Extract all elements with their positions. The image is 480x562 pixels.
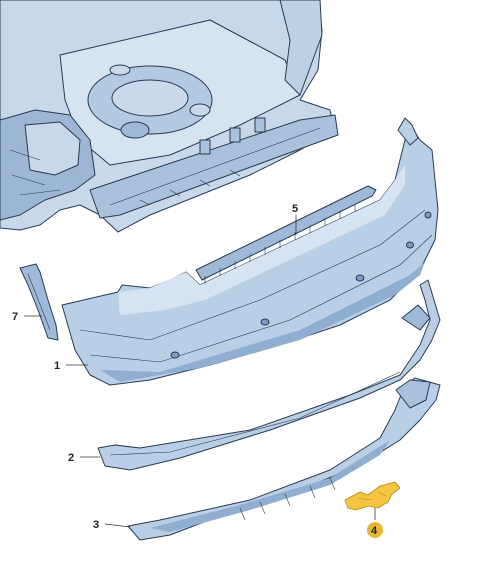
callout-badge-4 — [367, 522, 383, 538]
callout-label-1: 1 — [54, 360, 60, 372]
callout-label-5: 5 — [292, 203, 298, 215]
callout-label-7: 7 — [12, 311, 18, 323]
callout-1: 1 — [54, 360, 88, 372]
callout-7: 7 — [12, 311, 42, 323]
callout-label-3: 3 — [93, 519, 99, 531]
part-bumper-guide-strip[interactable] — [195, 185, 377, 284]
part-bumper-cover[interactable] — [61, 117, 439, 386]
callout-5: 5 — [292, 203, 298, 235]
callout-label-2: 2 — [68, 452, 74, 464]
part-mounting-bracket[interactable] — [344, 481, 401, 511]
part-diffuser-insert[interactable] — [127, 377, 441, 541]
callout-4: 4 — [367, 508, 383, 538]
callout-2: 2 — [68, 452, 100, 464]
car-rear-body — [0, 0, 339, 233]
part-side-trim[interactable] — [19, 263, 59, 341]
part-lower-trim[interactable] — [97, 279, 441, 471]
callout-3: 3 — [93, 519, 131, 531]
callout-label-4: 4 — [371, 525, 378, 537]
